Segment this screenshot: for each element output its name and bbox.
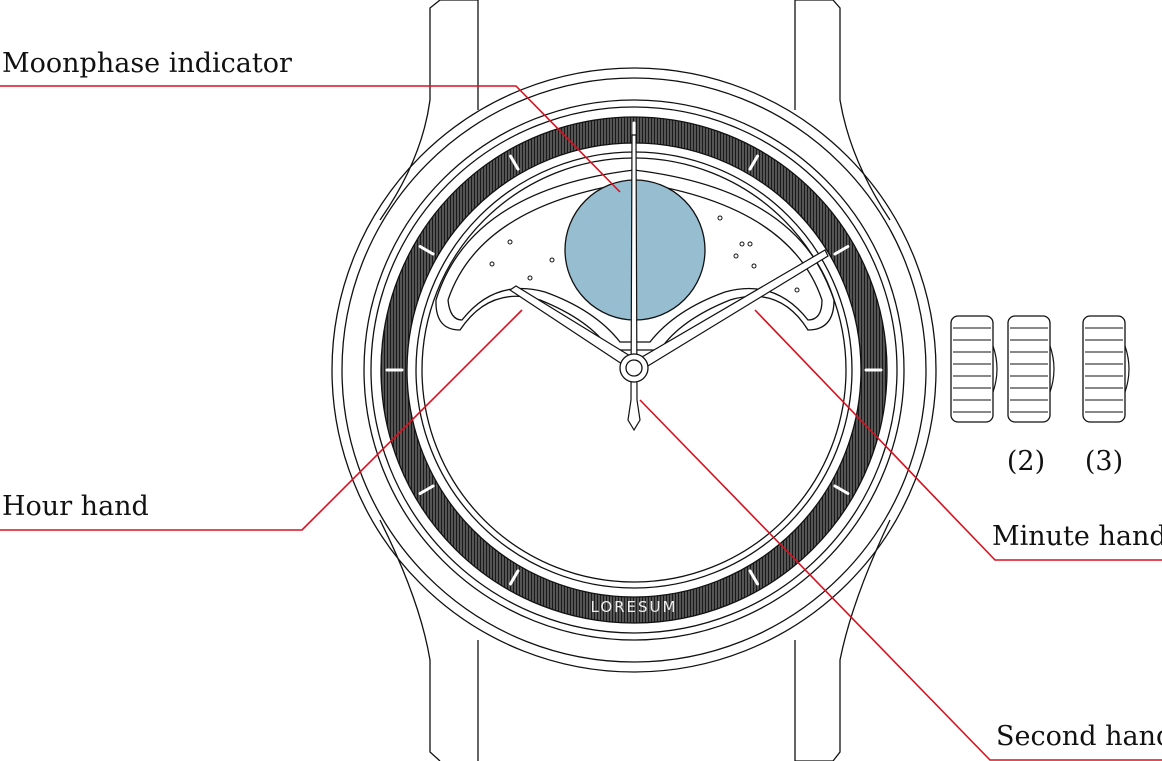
- bezel-ring: LORESUM: [380, 116, 888, 624]
- brand-logo: LORESUM: [591, 598, 678, 616]
- callout-moonphase: Moonphase indicator: [0, 48, 621, 193]
- hour-marker: [509, 154, 520, 171]
- crown-position-1: [950, 315, 998, 423]
- hour-marker: [509, 569, 520, 586]
- watch-case: [331, 67, 937, 673]
- hour-marker: [418, 484, 435, 495]
- hour-marker: [748, 569, 759, 586]
- callout-hour-hand: Hour hand: [0, 309, 523, 531]
- callout-minute-hand: Minute hand: [754, 309, 1162, 561]
- crown-position-2: [1007, 315, 1055, 423]
- second-hand: [619, 134, 649, 432]
- hour-marker: [833, 245, 850, 256]
- moonphase-label: Moonphase indicator: [2, 48, 292, 79]
- hour-marker: [748, 154, 759, 171]
- crown-label-2: (2): [1007, 446, 1045, 477]
- callout-second-hand: Second hand: [639, 399, 1162, 761]
- second-hand-label: Second hand: [996, 721, 1162, 752]
- hour-hand-label: Hour hand: [2, 491, 149, 522]
- minute-hand-label: Minute hand: [992, 521, 1162, 552]
- crown-position-3: [1082, 315, 1130, 423]
- hour-marker: [833, 484, 850, 495]
- crown-label-3: (3): [1085, 446, 1123, 477]
- hour-marker: [418, 245, 435, 256]
- watch-lugs: [379, 0, 891, 761]
